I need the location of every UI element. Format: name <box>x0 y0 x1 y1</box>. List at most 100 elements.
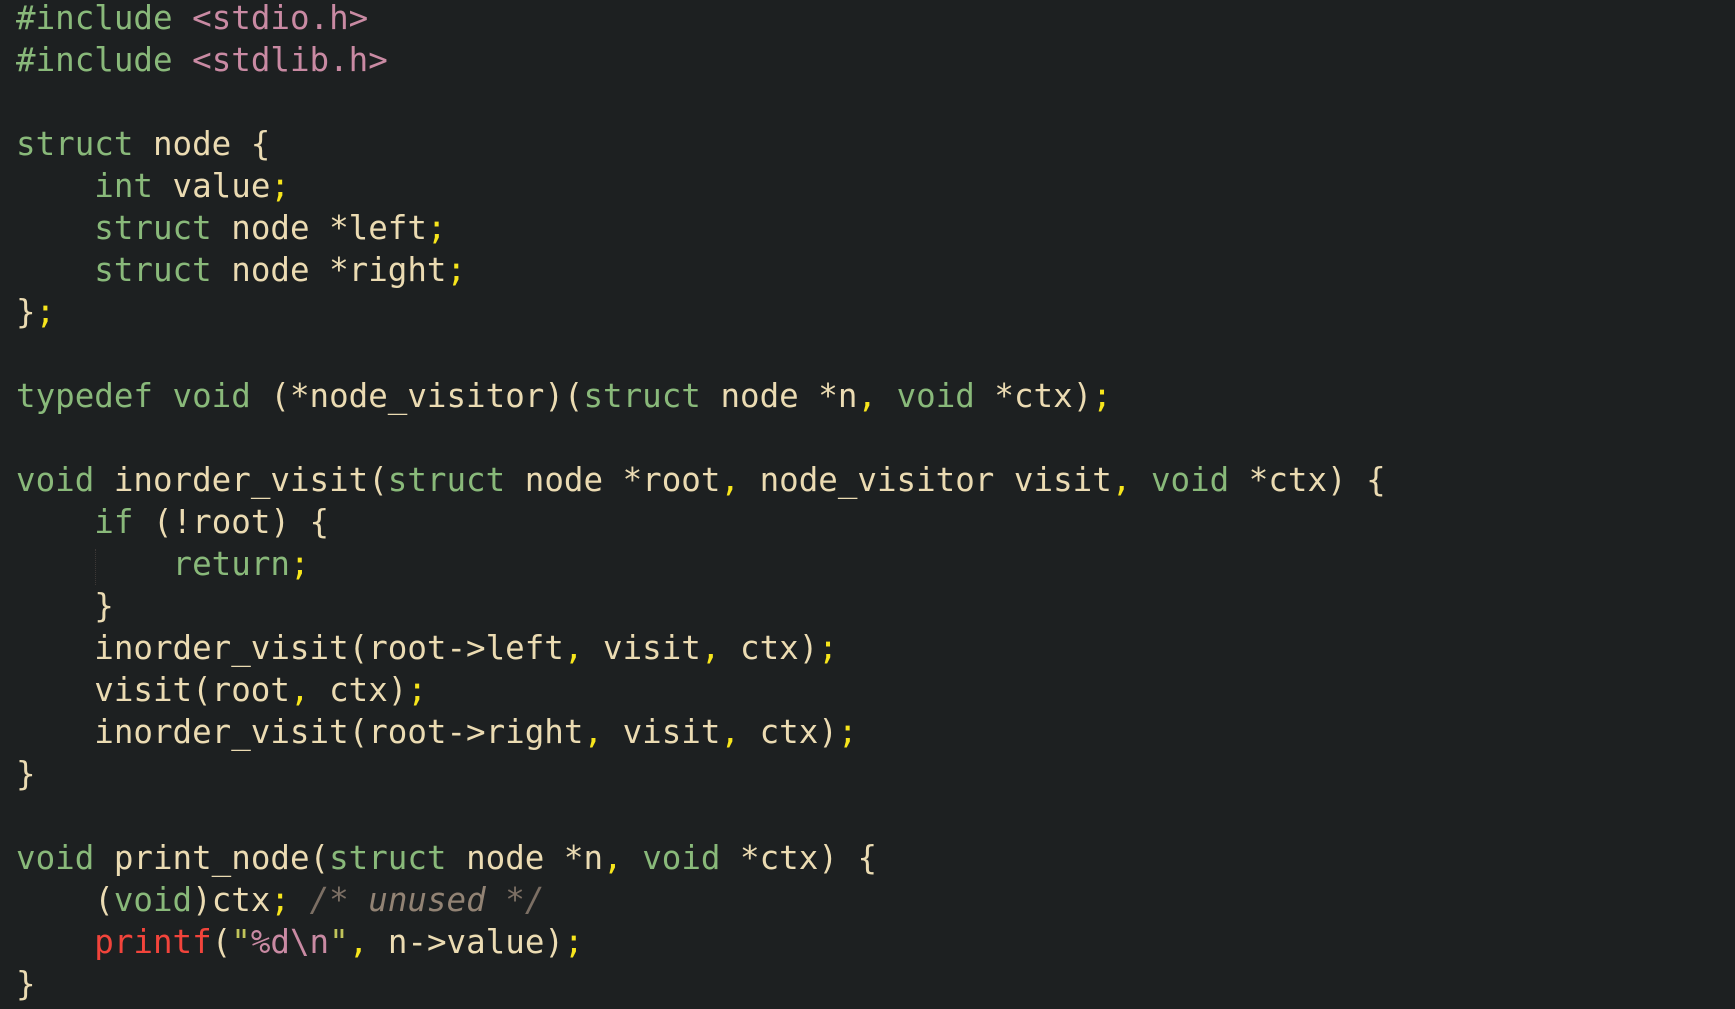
code-token-kw: struct <box>94 209 212 247</box>
code-token-pun: ; <box>837 713 858 751</box>
code-token-id: *ctx) <box>974 377 1093 415</box>
code-token-kw: struct <box>329 839 447 877</box>
code-token-kw: struct <box>16 125 134 163</box>
code-token-pun: , <box>348 923 369 961</box>
code-token-kw: void <box>16 461 95 499</box>
code-token-id: value <box>152 167 271 205</box>
code-token-kw: typedef <box>16 377 153 415</box>
code-token-id: node_visitor visit <box>740 461 1112 499</box>
code-token-id: } <box>16 755 36 793</box>
code-token-pun: , <box>1111 461 1132 499</box>
code-token-id <box>16 503 94 541</box>
code-token-id: inorder_visit(root->left <box>16 629 564 667</box>
code-token-kw: return <box>172 545 290 583</box>
code-token-id: node *left <box>211 209 427 247</box>
code-token-pun: , <box>289 671 310 709</box>
code-line: (void)ctx; /* unused */ <box>16 879 1386 921</box>
code-token-inc: <stdio.h> <box>192 0 369 37</box>
code-token-pun: , <box>857 377 877 415</box>
code-token-id <box>623 839 643 877</box>
code-line: #include <stdlib.h> <box>16 39 1386 81</box>
code-token-id <box>173 41 193 79</box>
code-line: visit(root, ctx); <box>16 669 1386 711</box>
code-token-id: ctx) <box>720 629 819 667</box>
code-line: struct node *left; <box>16 207 1386 249</box>
code-line <box>16 333 1386 375</box>
code-token-pun: ; <box>818 629 838 667</box>
code-token-pun: , <box>563 629 584 667</box>
code-line: }; <box>16 291 1386 333</box>
code-token-id: } <box>16 965 36 1003</box>
code-token-pun: , <box>720 713 740 751</box>
code-token-kw: void <box>642 839 721 877</box>
code-line: struct node { <box>16 123 1386 165</box>
code-token-id: )ctx <box>192 881 271 919</box>
code-token-pun: ; <box>446 251 467 289</box>
code-token-id: (!root) { <box>133 503 330 541</box>
code-line: struct node *right; <box>16 249 1386 291</box>
code-token-fmt: %d\n <box>250 923 330 961</box>
code-token-id: *ctx) { <box>1229 461 1386 499</box>
code-token-pun: , <box>603 839 623 877</box>
code-line: } <box>16 585 1386 627</box>
code-token-str: " <box>329 923 349 961</box>
code-token-id: *ctx) { <box>720 839 878 877</box>
code-token-pun: ; <box>270 881 290 919</box>
code-line: void inorder_visit(struct node *root, no… <box>16 459 1386 501</box>
code-token-id: inorder_visit( <box>94 461 388 499</box>
code-line: inorder_visit(root->right, visit, ctx); <box>16 711 1386 753</box>
code-token-pun: ; <box>426 209 447 247</box>
code-line: void print_node(struct node *n, void *ct… <box>16 837 1386 879</box>
code-line: inorder_visit(root->left, visit, ctx); <box>16 627 1386 669</box>
code-token-pp: #include <box>16 0 173 37</box>
code-token-pun: ; <box>270 167 290 205</box>
code-line <box>16 417 1386 459</box>
code-token-cmt-delim: /* <box>309 881 349 919</box>
code-token-id: n->value) <box>368 923 564 961</box>
code-token-pun: ; <box>563 923 584 961</box>
code-token-kw: if <box>94 503 134 541</box>
code-line <box>16 81 1386 123</box>
code-line: } <box>16 963 1386 1005</box>
code-token-id <box>16 923 94 961</box>
code-token-id: inorder_visit(root->right <box>16 713 584 751</box>
code-token-id <box>173 0 193 37</box>
code-token-kw: struct <box>387 461 506 499</box>
code-token-kw: void <box>16 839 95 877</box>
code-token-pun: ; <box>407 671 427 709</box>
code-token-id <box>1131 461 1151 499</box>
code-token-kw: void <box>896 377 975 415</box>
code-token-id: ctx) <box>740 713 838 751</box>
code-line: int value; <box>16 165 1386 207</box>
code-token-inc: <stdlib.h> <box>192 41 388 79</box>
code-line: typedef void (*node_visitor)(struct node… <box>16 375 1386 417</box>
code-token-id <box>153 377 173 415</box>
code-token-cmt-delim: */ <box>505 881 545 919</box>
code-text-area[interactable]: #include <stdio.h>#include <stdlib.h> st… <box>16 0 1386 1005</box>
code-line: if (!root) { <box>16 501 1386 543</box>
code-token-fn-red: printf <box>94 923 212 961</box>
code-token-id: print_node( <box>94 839 330 877</box>
code-token-str: " <box>231 923 251 961</box>
code-token-id: node *n <box>446 839 604 877</box>
code-token-id: visit <box>603 713 721 751</box>
code-token-id <box>16 167 94 205</box>
code-token-id <box>16 251 94 289</box>
code-token-id: node { <box>133 125 271 163</box>
code-token-pun: , <box>700 629 721 667</box>
code-line: return; <box>16 543 1386 585</box>
code-token-id: node *n <box>700 377 858 415</box>
code-token-pp: #include <box>16 41 173 79</box>
code-token-pun: , <box>720 461 740 499</box>
code-token-id: ( <box>211 923 232 961</box>
code-line: printf("%d\n", n->value); <box>16 921 1386 963</box>
code-token-id: node *root <box>505 461 721 499</box>
code-token-id <box>16 209 94 247</box>
code-line: } <box>16 753 1386 795</box>
code-token-id: (*node_visitor)( <box>250 377 584 415</box>
code-token-cmt: unused <box>348 881 506 919</box>
code-token-id: visit <box>583 629 701 667</box>
code-token-id: ( <box>16 881 114 919</box>
code-token-id: } <box>16 587 114 625</box>
